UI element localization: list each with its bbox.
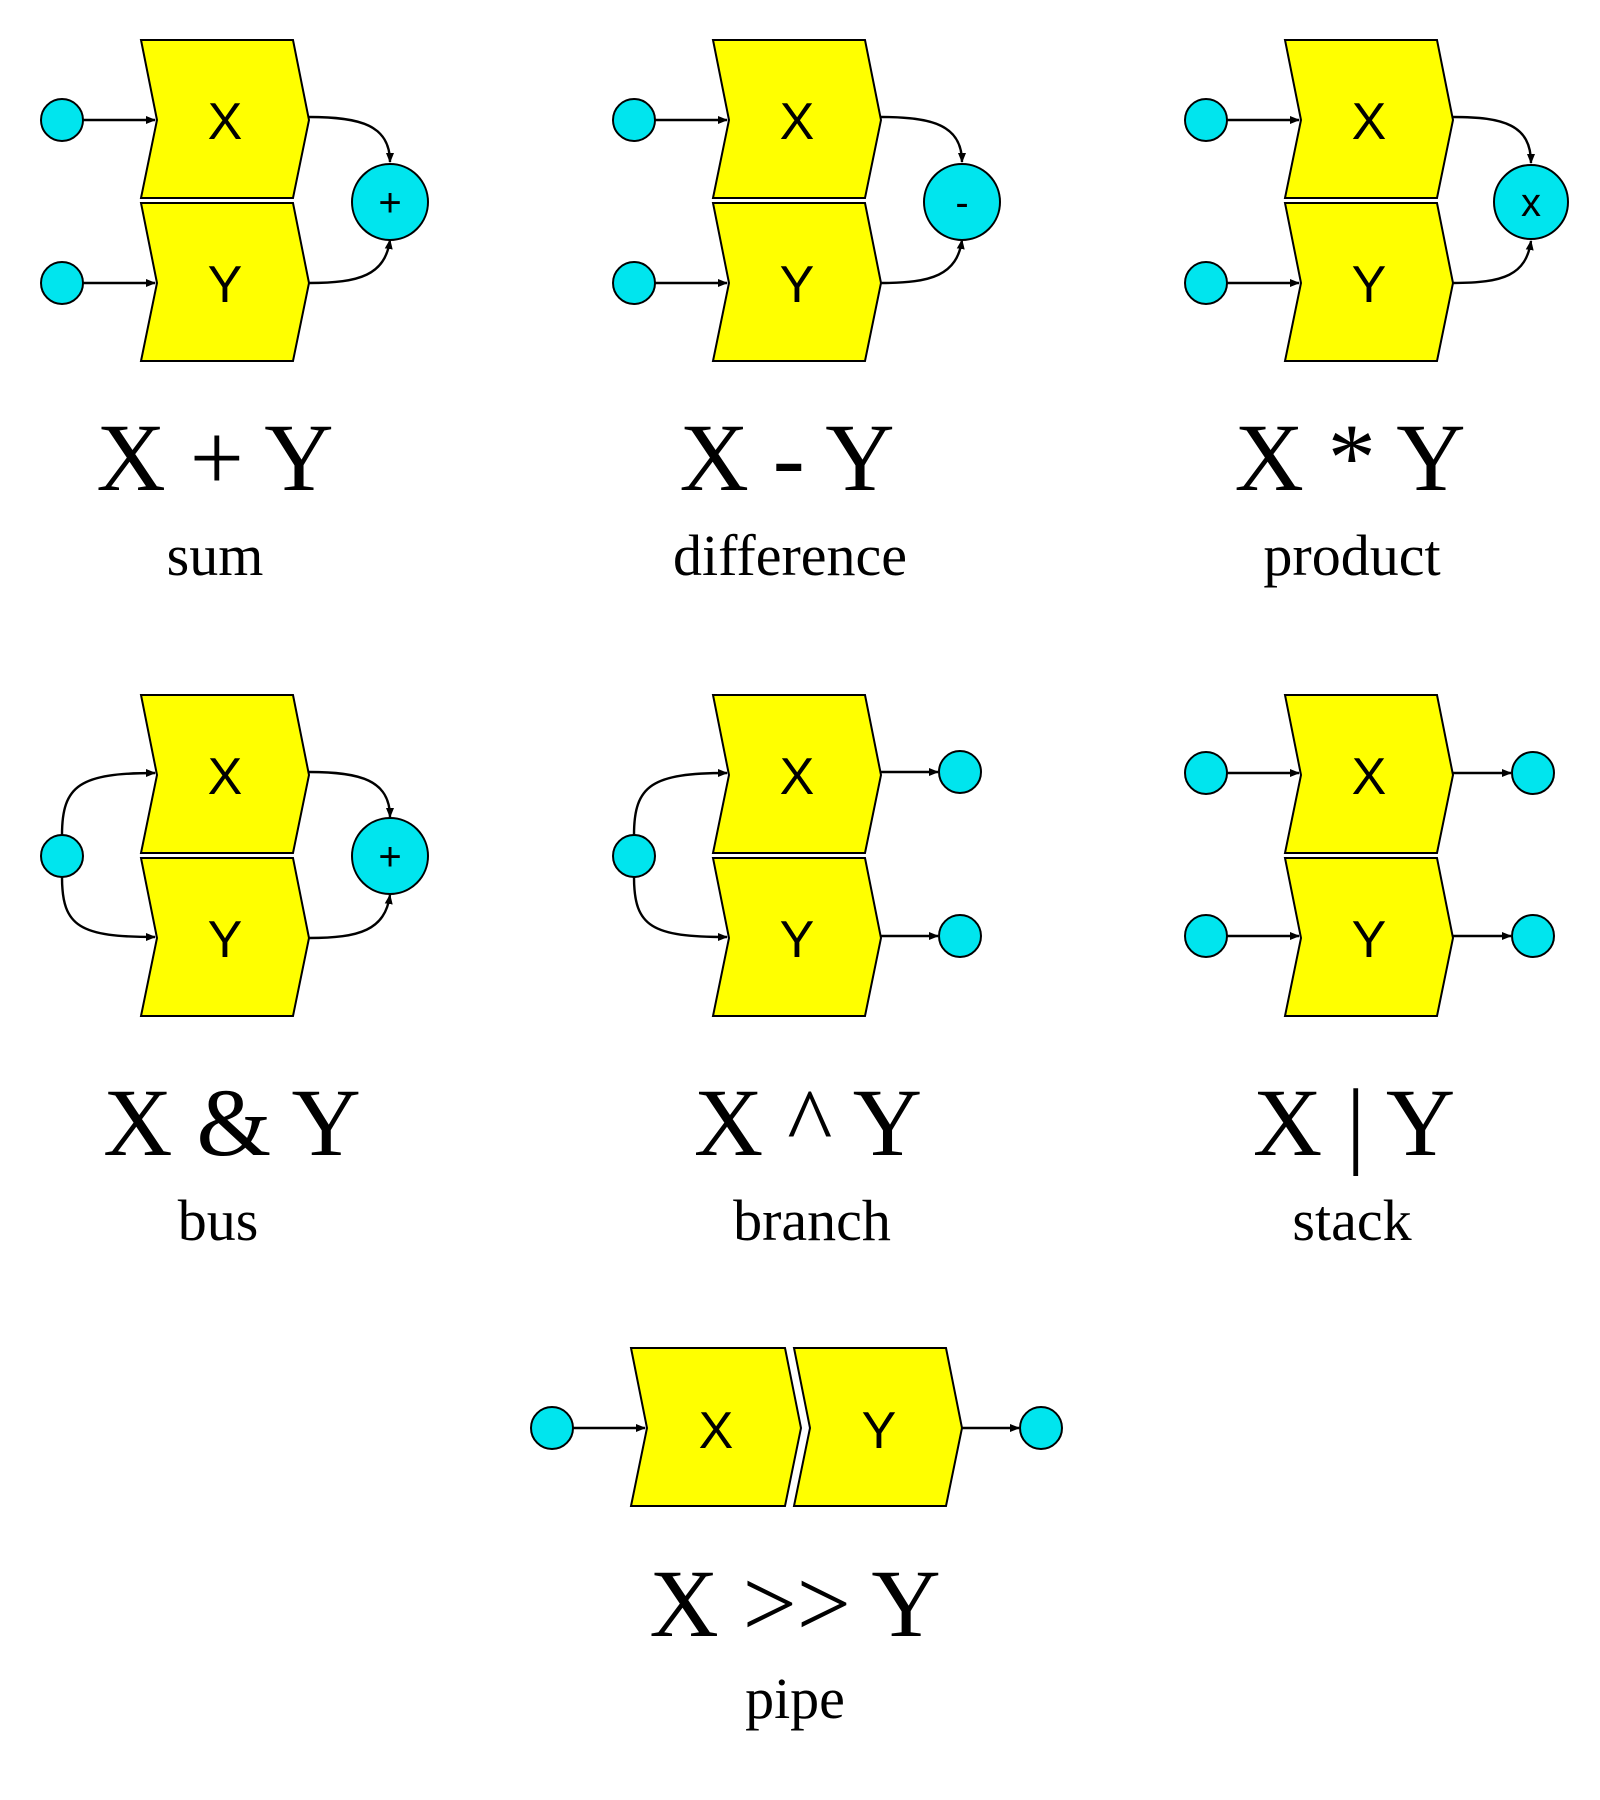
operation-name: bus — [178, 1188, 259, 1253]
output-node-y — [1511, 914, 1555, 958]
expression-label: X & Y — [103, 1069, 361, 1176]
input-node-x — [40, 98, 84, 142]
block-y-label: Y — [1352, 911, 1387, 969]
output-arrow-x — [1452, 115, 1535, 164]
output-node-x — [1511, 751, 1555, 795]
input-arrow-y — [60, 876, 156, 941]
output-node-y — [938, 914, 982, 958]
input-node — [612, 834, 656, 878]
plus-operator-node — [351, 163, 429, 241]
operation-name: branch — [733, 1188, 891, 1253]
operation-name: pipe — [745, 1666, 845, 1731]
panel-pipe: X Y X >> Y pipe — [530, 1347, 1063, 1731]
output-arrow-x — [308, 115, 394, 163]
input-node-x — [1184, 751, 1228, 795]
block-y-label: Y — [780, 911, 815, 969]
block-x-label: X — [699, 1402, 734, 1460]
operation-name: difference — [673, 523, 907, 588]
expression-label: X | Y — [1253, 1069, 1455, 1176]
input-arrow-x — [60, 769, 156, 836]
block-y-label: Y — [862, 1402, 897, 1460]
operator-symbol: - — [955, 181, 968, 225]
output-arrow-x — [880, 115, 966, 163]
operation-name: stack — [1292, 1188, 1411, 1253]
block-x-label: X — [1352, 748, 1387, 806]
input-node-x — [1184, 98, 1228, 142]
block-x — [139, 694, 311, 854]
block-x-label: X — [208, 93, 243, 151]
output-node-x — [938, 750, 982, 794]
minus-operator-node — [923, 163, 1001, 241]
input-node — [530, 1406, 574, 1450]
output-arrow-y — [880, 239, 965, 285]
block-x-label: X — [780, 93, 815, 151]
input-node-y — [1184, 261, 1228, 305]
block-x — [711, 694, 883, 854]
output-arrow-y — [308, 239, 393, 285]
block-x-label: X — [1352, 93, 1387, 151]
block-y — [1283, 202, 1455, 362]
block-x-label: X — [780, 748, 815, 806]
plus-operator-node — [351, 817, 429, 895]
expression-label: X + Y — [96, 404, 333, 511]
block-x — [1283, 694, 1455, 854]
output-arrow-y — [1452, 240, 1534, 285]
block-y — [139, 202, 311, 362]
input-node — [40, 834, 84, 878]
block-y-label: Y — [208, 911, 243, 969]
panel-sum: X Y + X + Y sum — [40, 39, 429, 588]
input-node-y — [1184, 914, 1228, 958]
block-y — [792, 1347, 964, 1507]
times-operator-node — [1493, 164, 1569, 240]
input-node-y — [40, 261, 84, 305]
input-node-y — [612, 261, 656, 305]
block-y-label: Y — [208, 256, 243, 314]
expression-label: X ^ Y — [694, 1069, 922, 1176]
block-y — [711, 202, 883, 362]
input-arrow-y — [632, 876, 728, 941]
operator-symbol: + — [378, 181, 401, 225]
operation-name: sum — [167, 523, 264, 588]
expression-label: X - Y — [679, 404, 894, 511]
panel-product: X Y x X * Y product — [1184, 39, 1569, 588]
block-x — [711, 39, 883, 199]
expression-label: X * Y — [1234, 404, 1465, 511]
block-x — [629, 1347, 803, 1507]
block-x-label: X — [208, 748, 243, 806]
panel-difference: X Y - X - Y difference — [612, 39, 1001, 588]
input-node-x — [612, 98, 656, 142]
operator-symbol: + — [378, 835, 401, 879]
operation-name: product — [1263, 523, 1440, 588]
block-y — [1283, 857, 1455, 1017]
operator-symbol: x — [1521, 181, 1541, 225]
output-arrow-x — [308, 770, 394, 818]
panel-bus: X Y + X & Y bus — [40, 694, 429, 1253]
input-arrow-x — [632, 769, 728, 836]
panel-stack: X Y X | Y stack — [1184, 694, 1555, 1253]
block-x — [139, 39, 311, 199]
block-y-label: Y — [780, 256, 815, 314]
output-node — [1019, 1406, 1063, 1450]
block-x — [1283, 39, 1455, 199]
panel-branch: X Y X ^ Y branch — [612, 694, 982, 1253]
expression-label: X >> Y — [649, 1550, 940, 1657]
block-y — [139, 857, 311, 1017]
block-y — [711, 857, 883, 1017]
output-arrow-y — [308, 894, 393, 940]
block-y-label: Y — [1352, 256, 1387, 314]
